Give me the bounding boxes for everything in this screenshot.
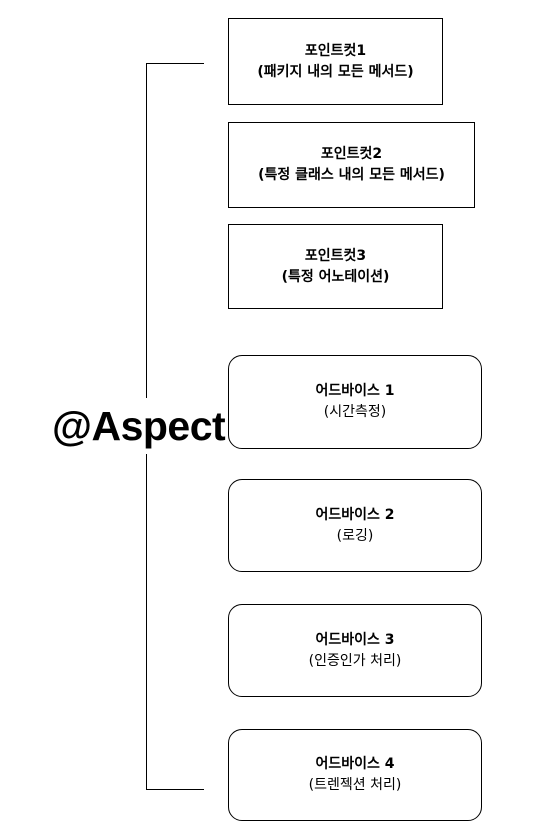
advice-4-desc: (트렌젝션 처리)	[308, 777, 402, 793]
advice-box-1: 어드바이스 1 (시간측정)	[228, 355, 482, 449]
advice-1-desc: (시간측정)	[323, 404, 387, 420]
aspect-bracket-top-line	[146, 63, 204, 64]
pointcut-1-desc: (패키지 내의 모든 메서드)	[257, 63, 414, 80]
advice-4-title: 어드바이스 4	[315, 756, 395, 772]
pointcut-box-2: 포인트컷2 (특정 클래스 내의 모든 메서드)	[228, 122, 475, 208]
advice-3-desc: (인증인가 처리)	[308, 652, 402, 669]
aspect-bracket-bottom-line	[146, 789, 204, 790]
advice-box-4: 어드바이스 4 (트렌젝션 처리)	[228, 729, 482, 821]
pointcut-1-title: 포인트컷1	[304, 42, 367, 59]
advice-box-3: 어드바이스 3 (인증인가 처리)	[228, 604, 482, 697]
pointcut-2-desc: (특정 클래스 내의 모든 메서드)	[258, 167, 445, 183]
pointcut-box-3: 포인트컷3 (특정 어노테이션)	[228, 224, 443, 309]
advice-2-desc: (로깅)	[336, 527, 374, 544]
pointcut-box-1: 포인트컷1 (패키지 내의 모든 메서드)	[228, 18, 443, 105]
advice-box-2: 어드바이스 2 (로깅)	[228, 479, 482, 572]
advice-2-title: 어드바이스 2	[315, 506, 395, 523]
advice-1-title: 어드바이스 1	[315, 383, 395, 399]
pointcut-3-title: 포인트컷3	[304, 247, 367, 264]
pointcut-3-desc: (특정 어노테이션)	[281, 268, 390, 285]
aspect-label: @Aspect	[48, 398, 230, 454]
pointcut-2-title: 포인트컷2	[320, 146, 383, 162]
advice-3-title: 어드바이스 3	[315, 631, 395, 648]
